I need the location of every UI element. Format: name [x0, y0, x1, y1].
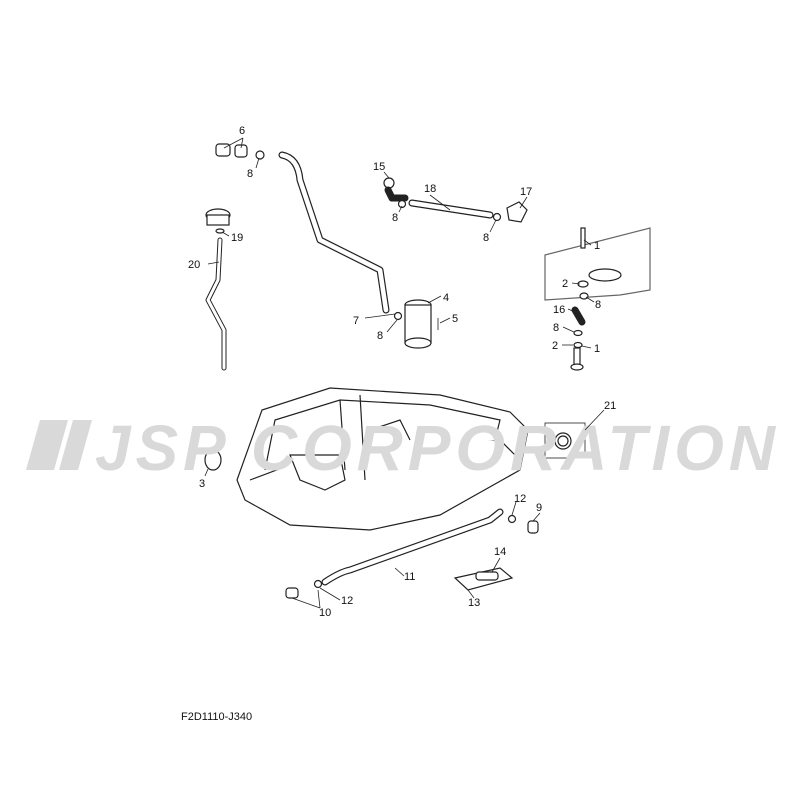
callout-2: 2 — [562, 278, 568, 290]
filler-hose-20 — [205, 237, 227, 371]
callout-19: 19 — [231, 232, 243, 244]
watermark-text: JSP CORPORATION — [95, 412, 777, 484]
filter-4 — [393, 299, 439, 349]
fitting-6 — [215, 143, 265, 160]
callout-8: 8 — [247, 168, 253, 180]
callout-18: 18 — [424, 183, 436, 195]
callout-3: 3 — [199, 478, 205, 490]
rail-assembly — [544, 227, 651, 371]
callout-8: 8 — [595, 299, 601, 311]
drain-plug-21 — [544, 422, 586, 459]
callout-10: 10 — [319, 607, 331, 619]
callout-2: 2 — [552, 340, 558, 352]
callout-9: 9 — [536, 502, 542, 514]
callout-12: 12 — [514, 493, 526, 505]
hose-18 — [383, 177, 528, 223]
callout-15: 15 — [373, 161, 385, 173]
callout-1: 1 — [594, 240, 600, 252]
bracket-13 — [453, 567, 514, 591]
callout-13: 13 — [468, 597, 480, 609]
leader-lines — [204, 137, 605, 609]
filler-cap-19 — [205, 208, 231, 234]
callout-16: 16 — [553, 304, 565, 316]
diagram-code: F2D1110-J340 — [181, 711, 253, 723]
callout-8: 8 — [483, 232, 489, 244]
boat-hull — [236, 387, 529, 531]
plug-3 — [204, 449, 222, 471]
callout-17: 17 — [520, 186, 532, 198]
callout-7: 7 — [353, 315, 359, 327]
callout-8: 8 — [392, 212, 398, 224]
callout-12: 12 — [341, 595, 353, 607]
callout-14: 14 — [494, 546, 506, 558]
callout-1: 1 — [594, 343, 600, 355]
callout-11: 11 — [404, 571, 415, 583]
vent-hose — [278, 151, 390, 314]
callout-20: 20 — [188, 259, 200, 271]
callout-8: 8 — [553, 322, 559, 334]
watermark-logo: JSP CORPORATION — [26, 412, 777, 484]
callout-5: 5 — [452, 313, 458, 325]
callout-6: 6 — [239, 125, 245, 137]
callout-4: 4 — [443, 292, 449, 304]
callout-8: 8 — [377, 330, 383, 342]
callout-21: 21 — [604, 400, 616, 412]
callout-labels: 6 8 15 18 17 8 8 19 20 1 2 8 4 7 5 8 16 … — [188, 125, 616, 619]
